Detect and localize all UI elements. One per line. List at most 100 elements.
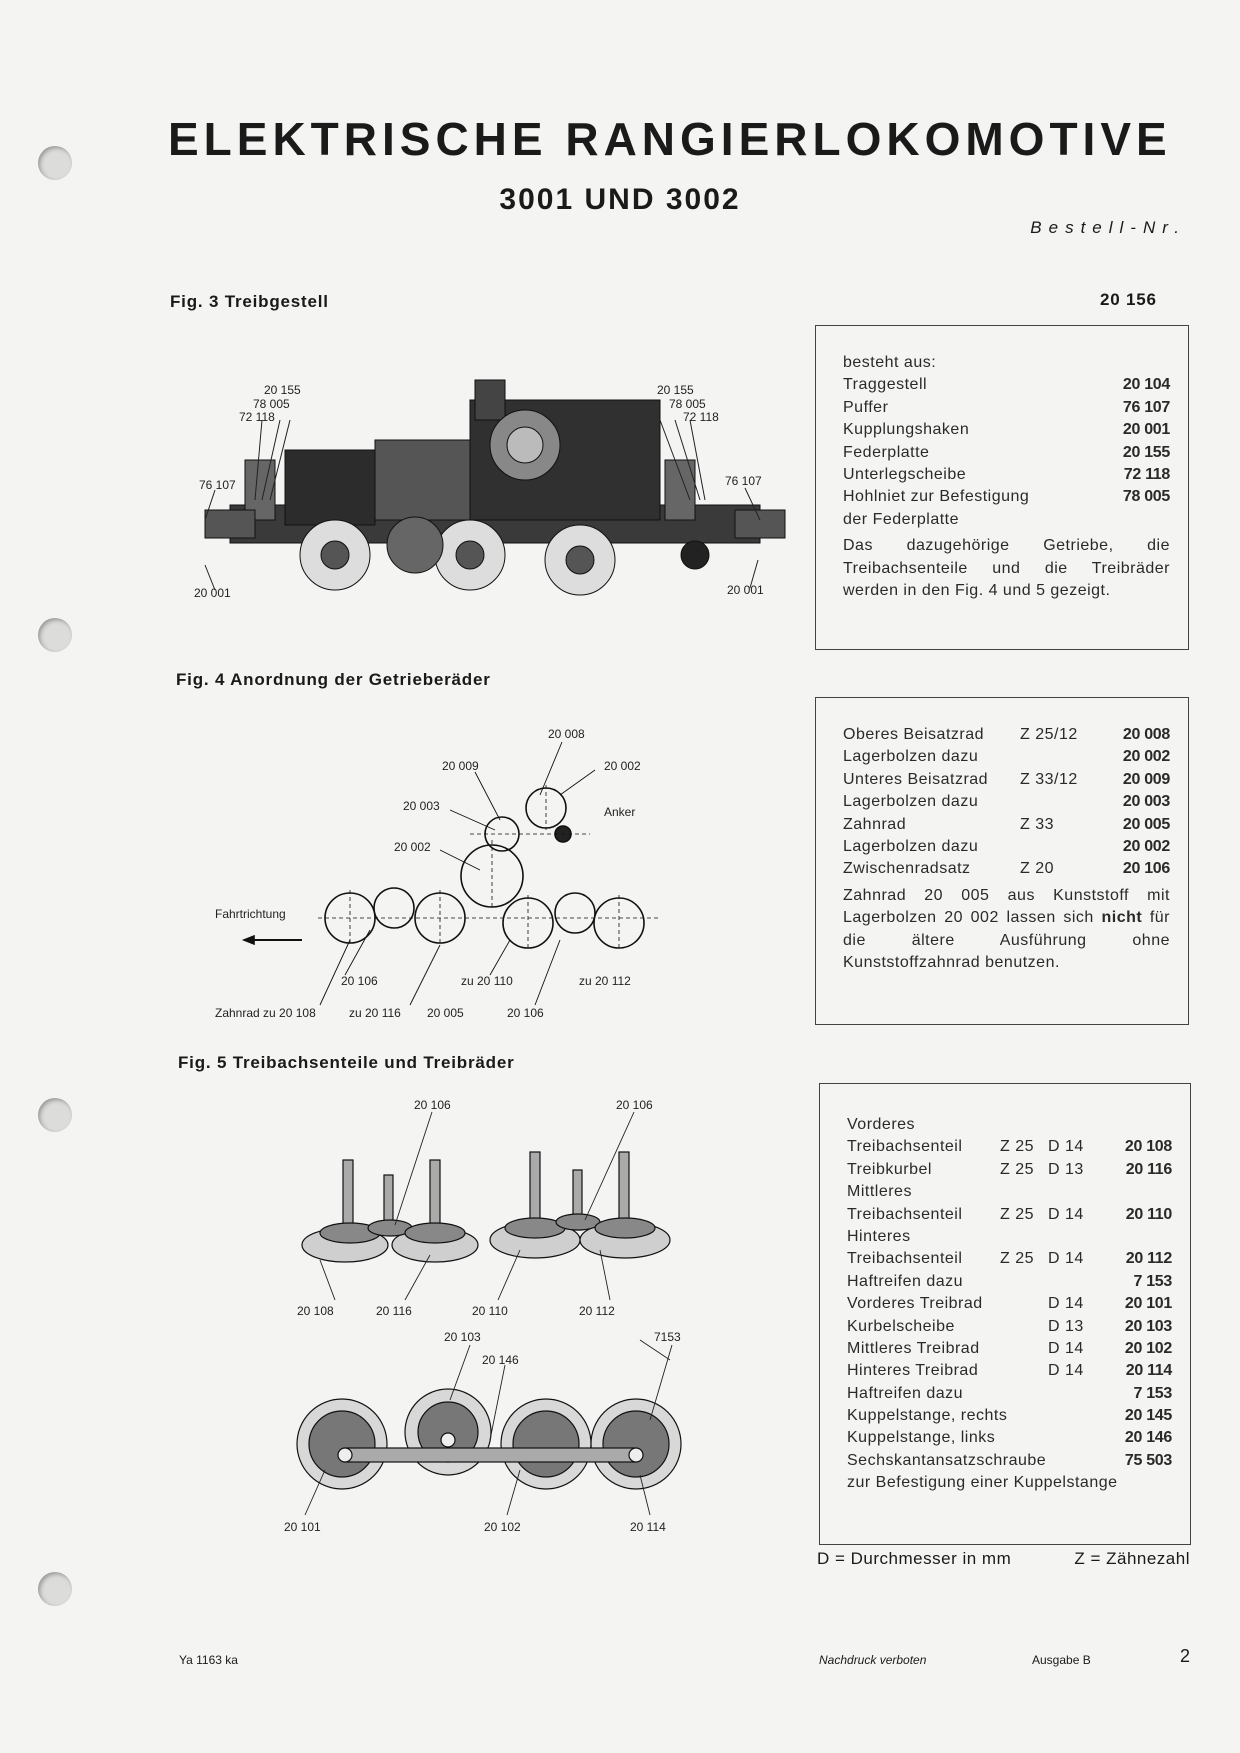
callout: zu 20 110: [461, 974, 513, 988]
part-part: 75 503: [1124, 1451, 1172, 1469]
part-z: Z 33: [1020, 815, 1055, 833]
part-row: Federplatte 20 155: [843, 442, 1170, 464]
callout: 20 116: [376, 1304, 412, 1318]
footer-edition: Ausgabe B: [1032, 1653, 1091, 1667]
fig4-gear-diagram: [241, 741, 660, 1006]
part-name: der Federplatte: [843, 510, 960, 528]
punch-hole: [38, 618, 72, 652]
part-name: Lagerbolzen dazu: [843, 748, 979, 766]
part-name: Treibachsenteil: [847, 1250, 963, 1268]
legend-teeth: Z = Zähnezahl: [1074, 1549, 1190, 1568]
callout: 20 009: [442, 759, 479, 773]
callout: 20 001: [194, 586, 231, 600]
part-part: 20 116: [1125, 1160, 1173, 1178]
page-title: ELEKTRISCHE RANGIERLOKOMOTIVE: [168, 113, 1172, 165]
callout: 20 106: [616, 1098, 653, 1112]
part-part: 20 001: [1122, 421, 1170, 439]
callout: 76 107: [725, 474, 762, 488]
part-part: 20 155: [1122, 443, 1170, 461]
part-name: Federplatte: [843, 443, 930, 461]
part-d: D 14: [1048, 1295, 1084, 1313]
part-z: Z 25: [1000, 1205, 1035, 1223]
legend-diameter: D = Durchmesser in mm: [817, 1549, 1012, 1568]
part-z: Z 20: [1020, 860, 1055, 878]
part-d: D 14: [1048, 1205, 1084, 1223]
part-name: Hohlniet zur Befestigung: [843, 488, 1030, 506]
fig3-callout-lines: [204, 419, 761, 591]
part-row: Haftreifen dazu 7 153: [847, 1271, 1172, 1293]
part-name: Vorderes: [847, 1116, 916, 1133]
part-z: Z 33/12: [1020, 770, 1078, 788]
callout: 20 110: [472, 1304, 508, 1318]
fig5-callouts: 20 106 20 106 20 108 20 116 20 110 20 11…: [284, 1098, 681, 1534]
part-name: Hinteres Treibrad: [847, 1362, 979, 1380]
fig3-callouts: 20 155 78 005 72 118 20 155 78 005 72 11…: [194, 383, 764, 600]
callout: 72 118: [683, 410, 719, 424]
fig4-label: Fig. 4 Anordnung der Getrieberäder: [176, 670, 491, 689]
page-number: 2: [1180, 1646, 1191, 1666]
punch-hole: [38, 1572, 72, 1606]
callout: zu 20 116: [349, 1006, 401, 1020]
callout: 20 008: [548, 727, 585, 741]
part-part: 20 003: [1122, 793, 1170, 811]
callout: 20 114: [630, 1520, 666, 1534]
part-z: Z 25: [1000, 1138, 1035, 1156]
part-d: D 14: [1048, 1339, 1084, 1357]
part-name: Oberes Beisatzrad: [843, 726, 985, 743]
part-part: 20 114: [1125, 1362, 1173, 1380]
part-row: Puffer 76 107: [843, 397, 1170, 419]
part-name: Haftreifen dazu: [847, 1384, 964, 1402]
part-name: Mittleres: [847, 1183, 912, 1201]
part-d: D 13: [1048, 1160, 1084, 1178]
part-row: Vorderes: [847, 1114, 1172, 1136]
part-part: 20 005: [1122, 815, 1170, 833]
part-part: 20 145: [1124, 1407, 1172, 1425]
callout: 76 107: [199, 478, 236, 492]
part-z: Z 25: [1000, 1160, 1035, 1178]
fig5-label: Fig. 5 Treibachsenteile und Treibräder: [178, 1053, 515, 1072]
parts-intro: besteht aus:: [843, 354, 937, 371]
part-name: Unteres Beisatzrad: [843, 770, 989, 788]
footer-code: Ya 1163 ka: [179, 1653, 238, 1667]
part-name: Treibachsenteil: [847, 1138, 963, 1156]
part-name: Lagerbolzen dazu: [843, 837, 979, 855]
part-row: Mittleres: [847, 1181, 1172, 1203]
part-name: Kurbelscheibe: [847, 1317, 955, 1335]
fig4-note: Zahnrad 20 005 aus Kunststoff mit Lagerb…: [843, 886, 1170, 971]
callout: Anker: [604, 805, 635, 819]
part-row: Hinteres: [847, 1226, 1172, 1248]
part-name: Mittleres Treibrad: [847, 1339, 980, 1357]
callout: 20 155: [264, 383, 301, 397]
part-d: D 14: [1048, 1138, 1084, 1156]
part-row: der Federplatte: [843, 509, 1170, 531]
fig3-chassis-illustration: [204, 379, 786, 596]
fig3-label: Fig. 3 Treibgestell: [170, 292, 329, 311]
part-part: 20 106: [1122, 860, 1170, 878]
callout: 7153: [654, 1330, 681, 1344]
part-name: Haftreifen dazu: [847, 1272, 964, 1290]
callout: Zahnrad zu 20 108: [215, 1006, 316, 1020]
part-part: 20 146: [1124, 1429, 1172, 1447]
part-name: Vorderes Treibrad: [847, 1295, 983, 1313]
callout: 20 106: [507, 1006, 544, 1020]
part-part: 7 153: [1133, 1272, 1172, 1290]
part-part: 76 107: [1122, 398, 1170, 416]
part-name: Puffer: [843, 398, 889, 416]
part-part: 20 002: [1122, 748, 1170, 766]
